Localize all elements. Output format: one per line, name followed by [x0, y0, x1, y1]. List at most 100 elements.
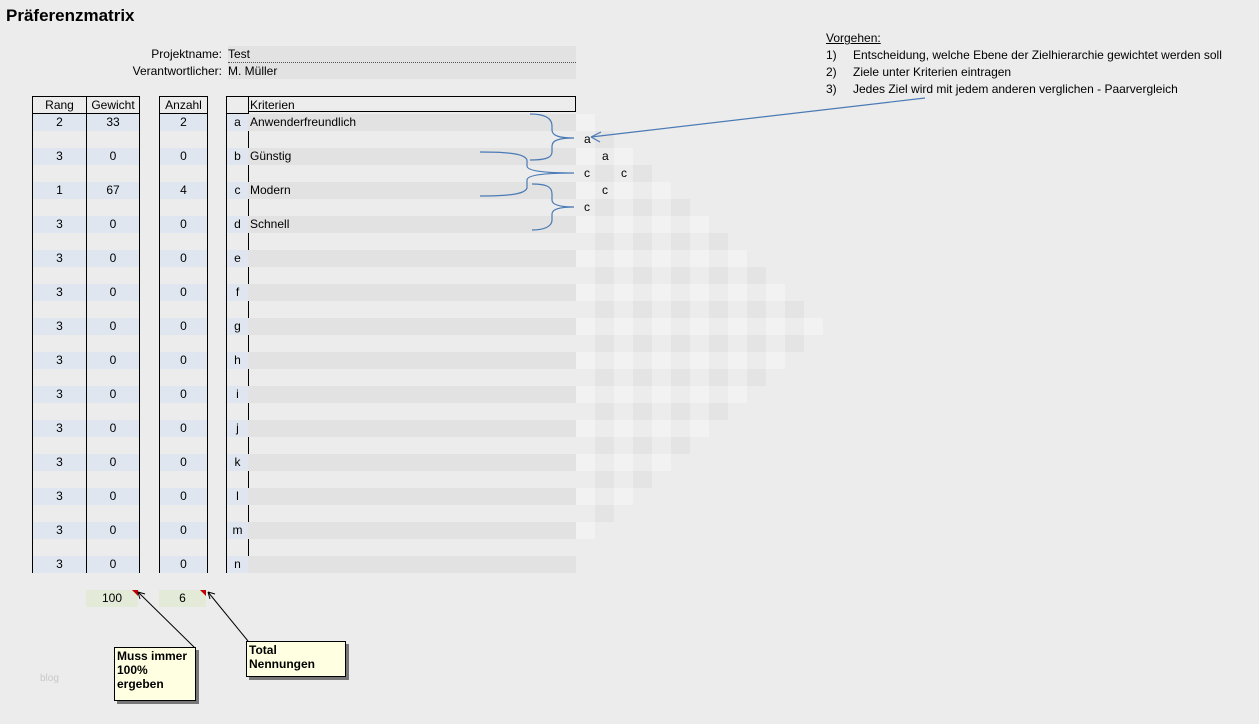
matrix-cell[interactable]: [614, 420, 633, 437]
kriterium-field[interactable]: Schnell: [248, 216, 576, 233]
kriterium-field[interactable]: [248, 488, 576, 505]
matrix-cell[interactable]: [690, 250, 709, 267]
matrix-cell[interactable]: [633, 335, 652, 352]
matrix-cell[interactable]: [595, 403, 614, 420]
matrix-cell[interactable]: [633, 369, 652, 386]
matrix-cell[interactable]: [614, 284, 633, 301]
matrix-cell[interactable]: [633, 267, 652, 284]
matrix-cell[interactable]: [709, 403, 728, 420]
matrix-cell[interactable]: [614, 488, 633, 505]
matrix-cell[interactable]: [728, 318, 747, 335]
matrix-cell[interactable]: [595, 369, 614, 386]
matrix-cell[interactable]: [671, 335, 690, 352]
matrix-cell[interactable]: [595, 233, 614, 250]
matrix-cell[interactable]: [633, 165, 652, 182]
matrix-cell[interactable]: [576, 148, 595, 165]
projektname-field[interactable]: Test: [228, 46, 576, 63]
matrix-cell[interactable]: [633, 403, 652, 420]
matrix-cell[interactable]: [671, 403, 690, 420]
matrix-cell[interactable]: [728, 284, 747, 301]
matrix-cell[interactable]: [709, 369, 728, 386]
kriterium-field[interactable]: [248, 318, 576, 335]
matrix-cell[interactable]: [804, 318, 823, 335]
matrix-cell[interactable]: [785, 335, 804, 352]
verantwortlicher-field[interactable]: M. Müller: [228, 63, 576, 79]
matrix-cell[interactable]: [652, 216, 671, 233]
matrix-cell[interactable]: [633, 301, 652, 318]
matrix-cell[interactable]: [595, 505, 614, 522]
matrix-cell[interactable]: [614, 182, 633, 199]
matrix-cell[interactable]: [690, 420, 709, 437]
matrix-cell[interactable]: [576, 318, 595, 335]
matrix-cell[interactable]: [690, 216, 709, 233]
matrix-cell[interactable]: [709, 233, 728, 250]
matrix-cell[interactable]: [633, 233, 652, 250]
matrix-cell[interactable]: [614, 454, 633, 471]
matrix-cell[interactable]: [614, 148, 633, 165]
matrix-cell[interactable]: [652, 182, 671, 199]
kriterium-field[interactable]: [248, 556, 576, 573]
matrix-cell[interactable]: [576, 284, 595, 301]
matrix-cell[interactable]: [785, 301, 804, 318]
kriterium-field[interactable]: Modern: [248, 182, 576, 199]
comment-indicator-icon[interactable]: [132, 590, 138, 596]
matrix-cell[interactable]: [709, 301, 728, 318]
matrix-cell[interactable]: [633, 471, 652, 488]
matrix-cell[interactable]: [728, 386, 747, 403]
matrix-cell[interactable]: [690, 386, 709, 403]
matrix-cell[interactable]: [728, 250, 747, 267]
matrix-cell[interactable]: [614, 250, 633, 267]
kriterium-field[interactable]: [248, 284, 576, 301]
matrix-cell[interactable]: [652, 284, 671, 301]
matrix-cell[interactable]: [690, 352, 709, 369]
matrix-cell[interactable]: [652, 454, 671, 471]
matrix-cell[interactable]: [576, 386, 595, 403]
matrix-cell[interactable]: [576, 352, 595, 369]
matrix-cell[interactable]: [576, 114, 595, 131]
matrix-cell[interactable]: [595, 471, 614, 488]
matrix-cell[interactable]: [633, 437, 652, 454]
kriterium-field[interactable]: [248, 250, 576, 267]
matrix-cell[interactable]: [690, 284, 709, 301]
matrix-cell[interactable]: [747, 369, 766, 386]
matrix-cell[interactable]: [709, 335, 728, 352]
matrix-cell[interactable]: [747, 301, 766, 318]
kriterium-field[interactable]: Anwenderfreundlich: [248, 114, 576, 131]
matrix-cell[interactable]: [747, 267, 766, 284]
matrix-cell[interactable]: [652, 420, 671, 437]
kriterium-field[interactable]: [248, 386, 576, 403]
matrix-cell[interactable]: [576, 420, 595, 437]
matrix-cell[interactable]: [595, 165, 614, 182]
matrix-cell[interactable]: [766, 352, 785, 369]
matrix-cell[interactable]: [614, 352, 633, 369]
matrix-cell[interactable]: [652, 318, 671, 335]
note-muss-100[interactable]: Muss immer 100% ergeben: [114, 647, 196, 701]
kriterium-field[interactable]: [248, 454, 576, 471]
matrix-cell[interactable]: [766, 284, 785, 301]
matrix-cell[interactable]: [671, 199, 690, 216]
matrix-cell[interactable]: [595, 437, 614, 454]
matrix-cell[interactable]: [595, 199, 614, 216]
matrix-cell[interactable]: [576, 454, 595, 471]
matrix-cell[interactable]: [576, 216, 595, 233]
matrix-cell[interactable]: [633, 199, 652, 216]
matrix-cell[interactable]: [576, 250, 595, 267]
kriterium-field[interactable]: [248, 522, 576, 539]
matrix-cell[interactable]: [595, 301, 614, 318]
matrix-cell[interactable]: [576, 182, 595, 199]
matrix-cell[interactable]: [652, 386, 671, 403]
comment-indicator-icon[interactable]: [200, 590, 206, 596]
matrix-cell[interactable]: [709, 267, 728, 284]
matrix-cell[interactable]: [576, 488, 595, 505]
matrix-cell[interactable]: [595, 335, 614, 352]
matrix-cell[interactable]: [766, 318, 785, 335]
matrix-cell[interactable]: [671, 301, 690, 318]
matrix-cell[interactable]: [728, 352, 747, 369]
kriterium-field[interactable]: [248, 352, 576, 369]
matrix-cell[interactable]: [595, 267, 614, 284]
matrix-cell[interactable]: [671, 233, 690, 250]
matrix-cell[interactable]: [652, 352, 671, 369]
note-total-nennungen[interactable]: Total Nennungen: [246, 641, 346, 677]
matrix-cell[interactable]: [671, 437, 690, 454]
matrix-cell[interactable]: [576, 522, 595, 539]
